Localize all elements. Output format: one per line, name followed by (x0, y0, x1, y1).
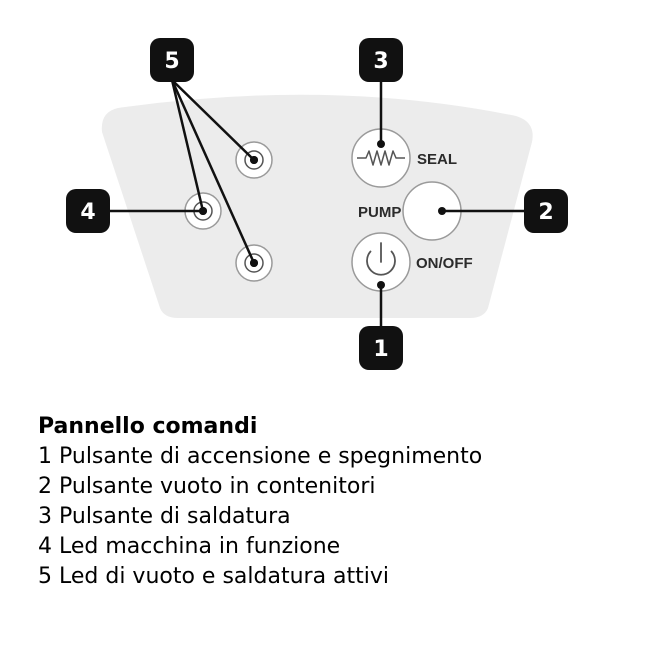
callout-badge-2: 2 (524, 189, 568, 233)
pump-label: PUMP (358, 204, 401, 221)
leader-dots (199, 140, 446, 289)
heating-element-icon (357, 150, 405, 166)
callout-badge-5: 5 (150, 38, 194, 82)
legend: Pannello comandi 1 Pulsante di accension… (38, 412, 638, 592)
svg-text:3: 3 (373, 49, 388, 74)
onoff-button[interactable] (351, 232, 411, 292)
onoff-label: ON/OFF (416, 255, 473, 272)
legend-item: 2 Pulsante vuoto in contenitori (38, 474, 376, 499)
seal-button[interactable] (351, 128, 411, 188)
control-panel-diagram: SEAL PUMP ON/OFF 5 3 (66, 38, 568, 370)
callout-badge-3: 3 (359, 38, 403, 82)
power-icon (366, 242, 396, 276)
seal-label: SEAL (417, 151, 457, 168)
legend-item: 5 Led di vuoto e saldatura attivi (38, 564, 390, 589)
leader-lines (88, 60, 546, 348)
legend-title: Pannello comandi (38, 414, 258, 439)
control-panel-body (101, 94, 533, 318)
legend-item: 3 Pulsante di saldatura (38, 504, 291, 529)
callout-badge-1: 1 (359, 326, 403, 370)
svg-text:5: 5 (164, 49, 179, 74)
callout-badge-4: 4 (66, 189, 110, 233)
svg-text:2: 2 (538, 200, 553, 225)
legend-item: 1 Pulsante di accensione e spegnimento (38, 444, 483, 469)
svg-text:1: 1 (373, 337, 388, 362)
svg-text:4: 4 (80, 200, 95, 225)
legend-item: 4 Led macchina in funzione (38, 534, 341, 559)
